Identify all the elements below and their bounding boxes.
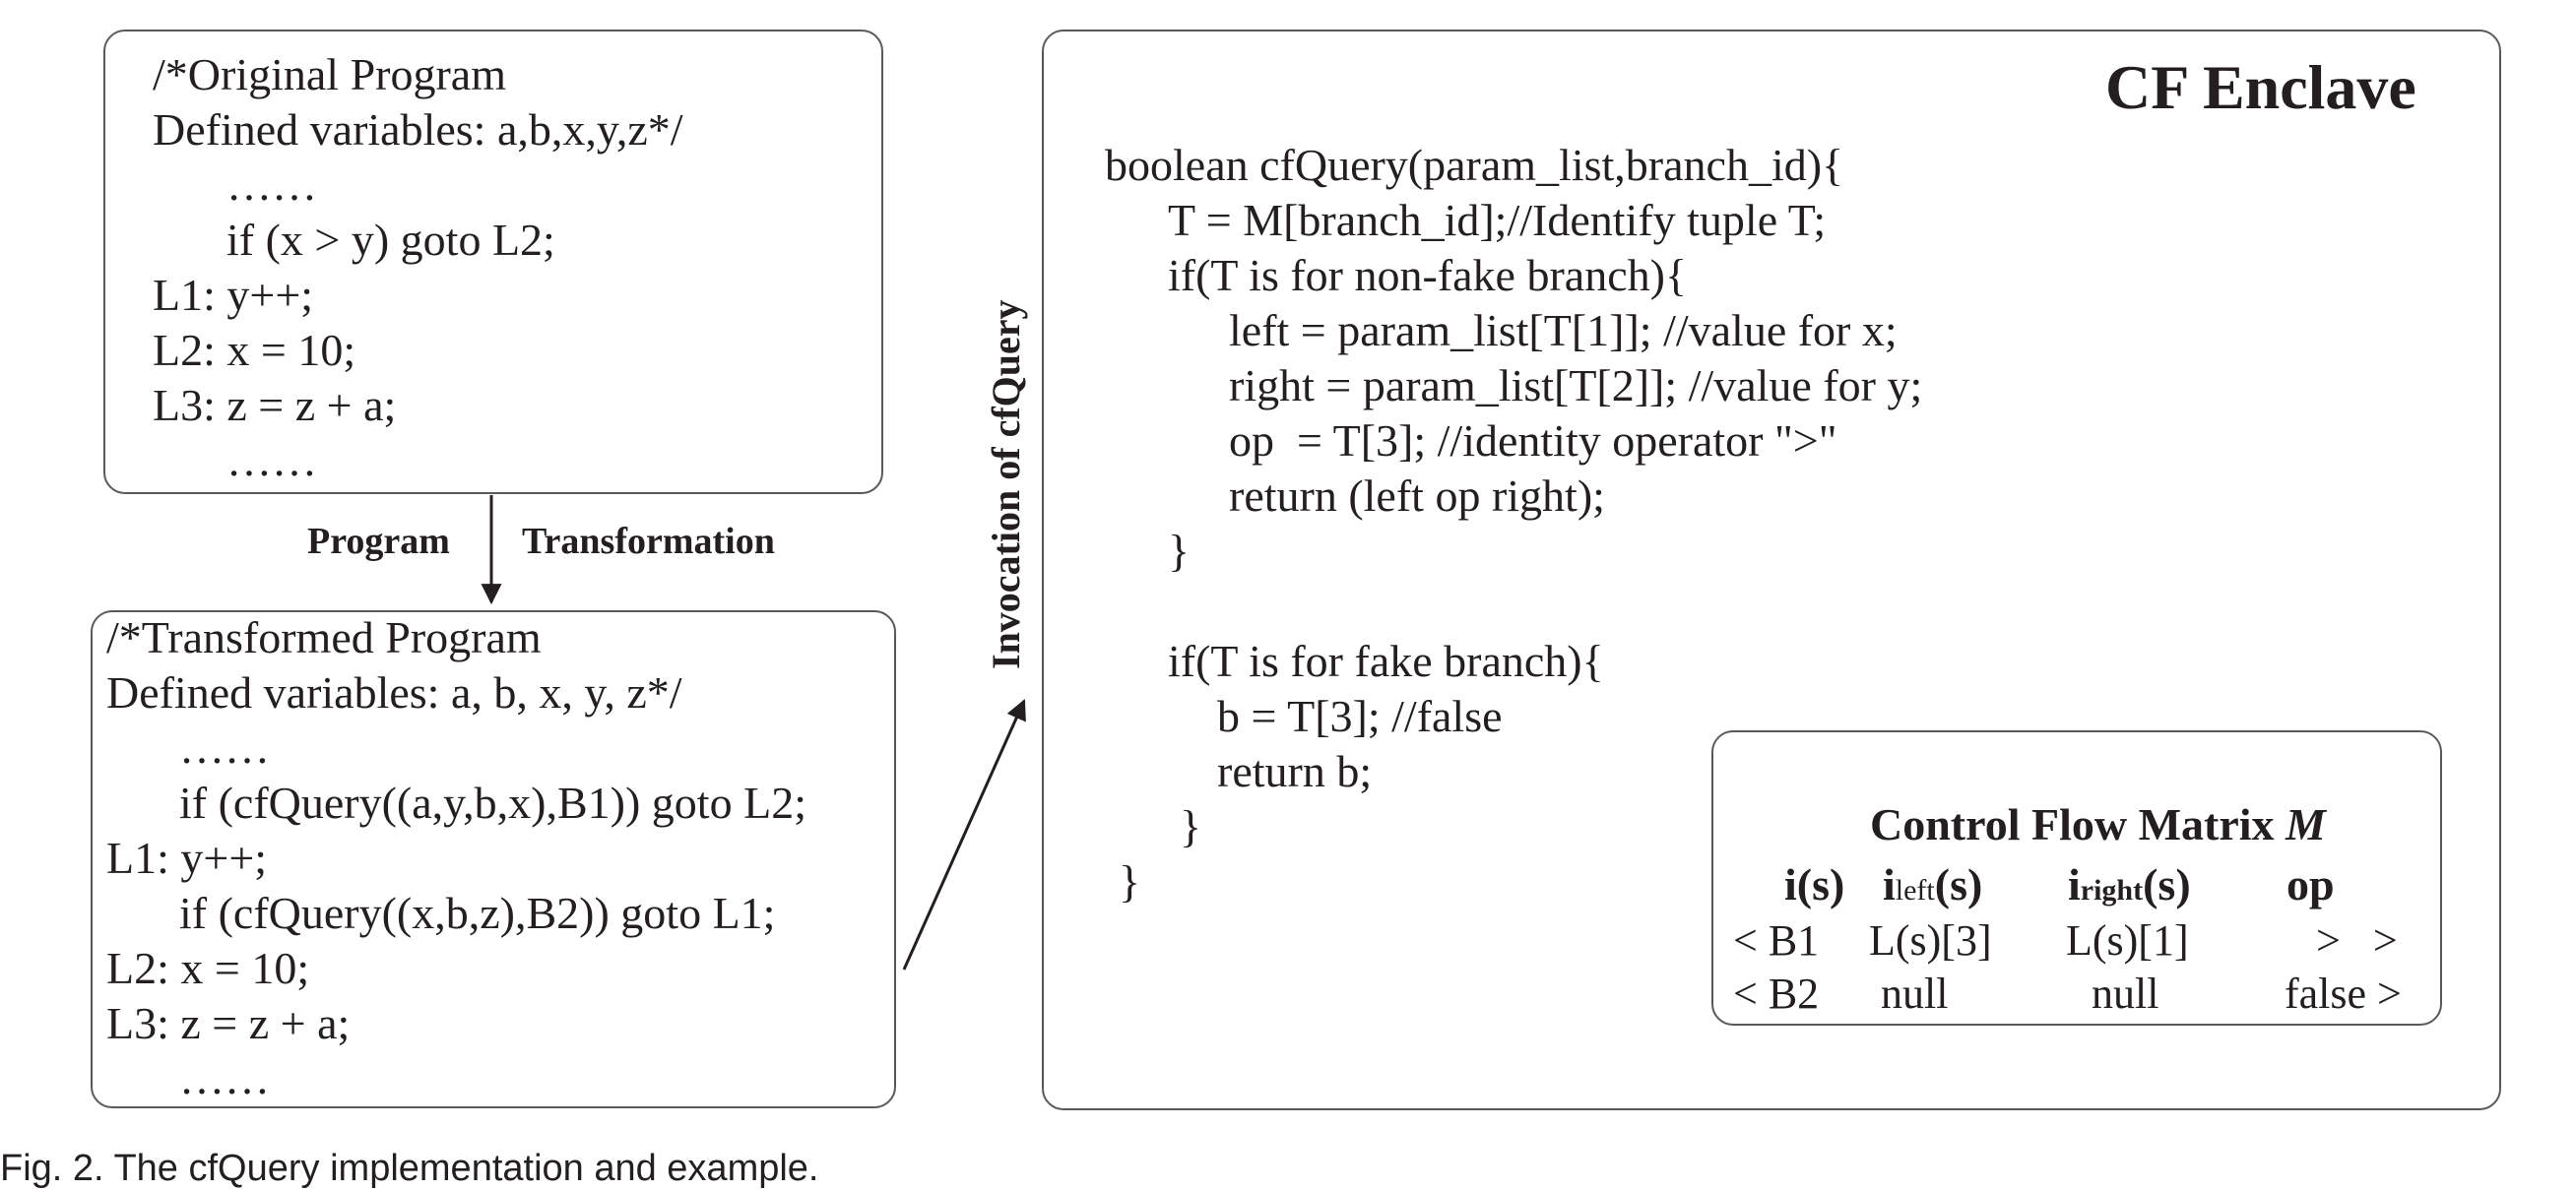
matrix-header-ileft: ileft(s) xyxy=(1883,859,1983,909)
invocation-arrow xyxy=(902,699,1026,971)
matrix-row-b1-right: L(s)[1] xyxy=(2066,916,2189,965)
code-line-nonfake-if: if(T is for non-fake branch){ xyxy=(1168,250,1688,300)
transformed-line-l2: L2: x = 10; xyxy=(106,943,310,993)
transformed-line-l3: L3: z = z + a; xyxy=(106,998,351,1048)
original-line-l1: L1: y++; xyxy=(153,270,314,320)
original-line-vars: Defined variables: a,b,x,y,z*/ xyxy=(153,104,683,155)
original-line-comment: /*Original Program xyxy=(153,49,506,99)
code-line-right: right = param_list[T[2]]; //value for y; xyxy=(1229,360,1923,410)
matrix-row-b2-id: < B2 xyxy=(1733,970,1820,1018)
matrix-row-b2-left: null xyxy=(1881,970,1949,1018)
matrix-title: Control Flow Matrix M xyxy=(1847,746,2326,850)
matrix-row-b2-op: false > xyxy=(2285,970,2402,1018)
transformed-line-comment: /*Transformed Program xyxy=(106,612,542,662)
figure-caption: Fig. 2. The cfQuery implementation and e… xyxy=(0,1148,819,1189)
code-line-return-b: return b; xyxy=(1217,746,1373,796)
program-label: Program xyxy=(307,521,450,562)
original-line-l2: L2: x = 10; xyxy=(153,325,356,375)
code-line-signature: boolean cfQuery(param_list,branch_id){ xyxy=(1105,140,1844,190)
code-line-close-fake: } xyxy=(1180,801,1202,851)
transformed-line-if-b1: if (cfQuery((a,y,b,x),B1)) goto L2; xyxy=(179,778,806,828)
original-line-l3: L3: z = z + a; xyxy=(153,380,397,430)
transformed-line-if-b2: if (cfQuery((x,b,z),B2)) goto L1; xyxy=(179,888,776,938)
transformation-label: Transformation xyxy=(522,521,775,562)
code-line-op: op = T[3]; //identity operator ">" xyxy=(1229,415,1837,466)
invocation-label: Invocation of cfQuery xyxy=(984,299,1028,669)
code-line-b-assign: b = T[3]; //false xyxy=(1217,691,1503,741)
transformed-line-ellipsis-top: …… xyxy=(179,722,270,773)
matrix-header-iright: iright(s) xyxy=(2068,859,2191,909)
matrix-title-text: Control Flow Matrix xyxy=(1870,799,2286,849)
code-line-left: left = param_list[T[1]]; //value for x; xyxy=(1229,305,1898,355)
cf-enclave-title: CF Enclave xyxy=(2105,52,2416,122)
original-line-ellipsis-bottom: …… xyxy=(226,435,317,485)
control-flow-matrix-box xyxy=(1711,730,2442,1026)
original-program-box xyxy=(103,30,883,494)
matrix-row-b1-id: < B1 xyxy=(1733,916,1820,965)
code-line-identify: T = M[branch_id];//Identify tuple T; xyxy=(1168,195,1827,245)
code-line-close-nonfake: } xyxy=(1168,526,1191,576)
matrix-title-var: M xyxy=(2286,799,2326,849)
matrix-header-op: op xyxy=(2286,859,2335,909)
transformed-program-box xyxy=(91,610,896,1108)
original-line-ellipsis-top: …… xyxy=(226,159,317,210)
matrix-header-i: i(s) xyxy=(1784,859,1845,909)
transformed-line-ellipsis-bottom: …… xyxy=(179,1053,270,1103)
code-line-close-function: } xyxy=(1119,856,1141,907)
original-line-if: if (x > y) goto L2; xyxy=(226,215,555,265)
matrix-row-b1-op: > > xyxy=(2316,916,2398,965)
code-line-return-compare: return (left op right); xyxy=(1229,470,1605,521)
code-line-fake-if: if(T is for fake branch){ xyxy=(1168,636,1604,686)
matrix-row-b1-left: L(s)[3] xyxy=(1869,916,1992,965)
transformed-line-l1: L1: y++; xyxy=(106,833,268,883)
transformed-line-vars: Defined variables: a, b, x, y, z*/ xyxy=(106,667,682,718)
matrix-row-b2-right: null xyxy=(2092,970,2159,1018)
